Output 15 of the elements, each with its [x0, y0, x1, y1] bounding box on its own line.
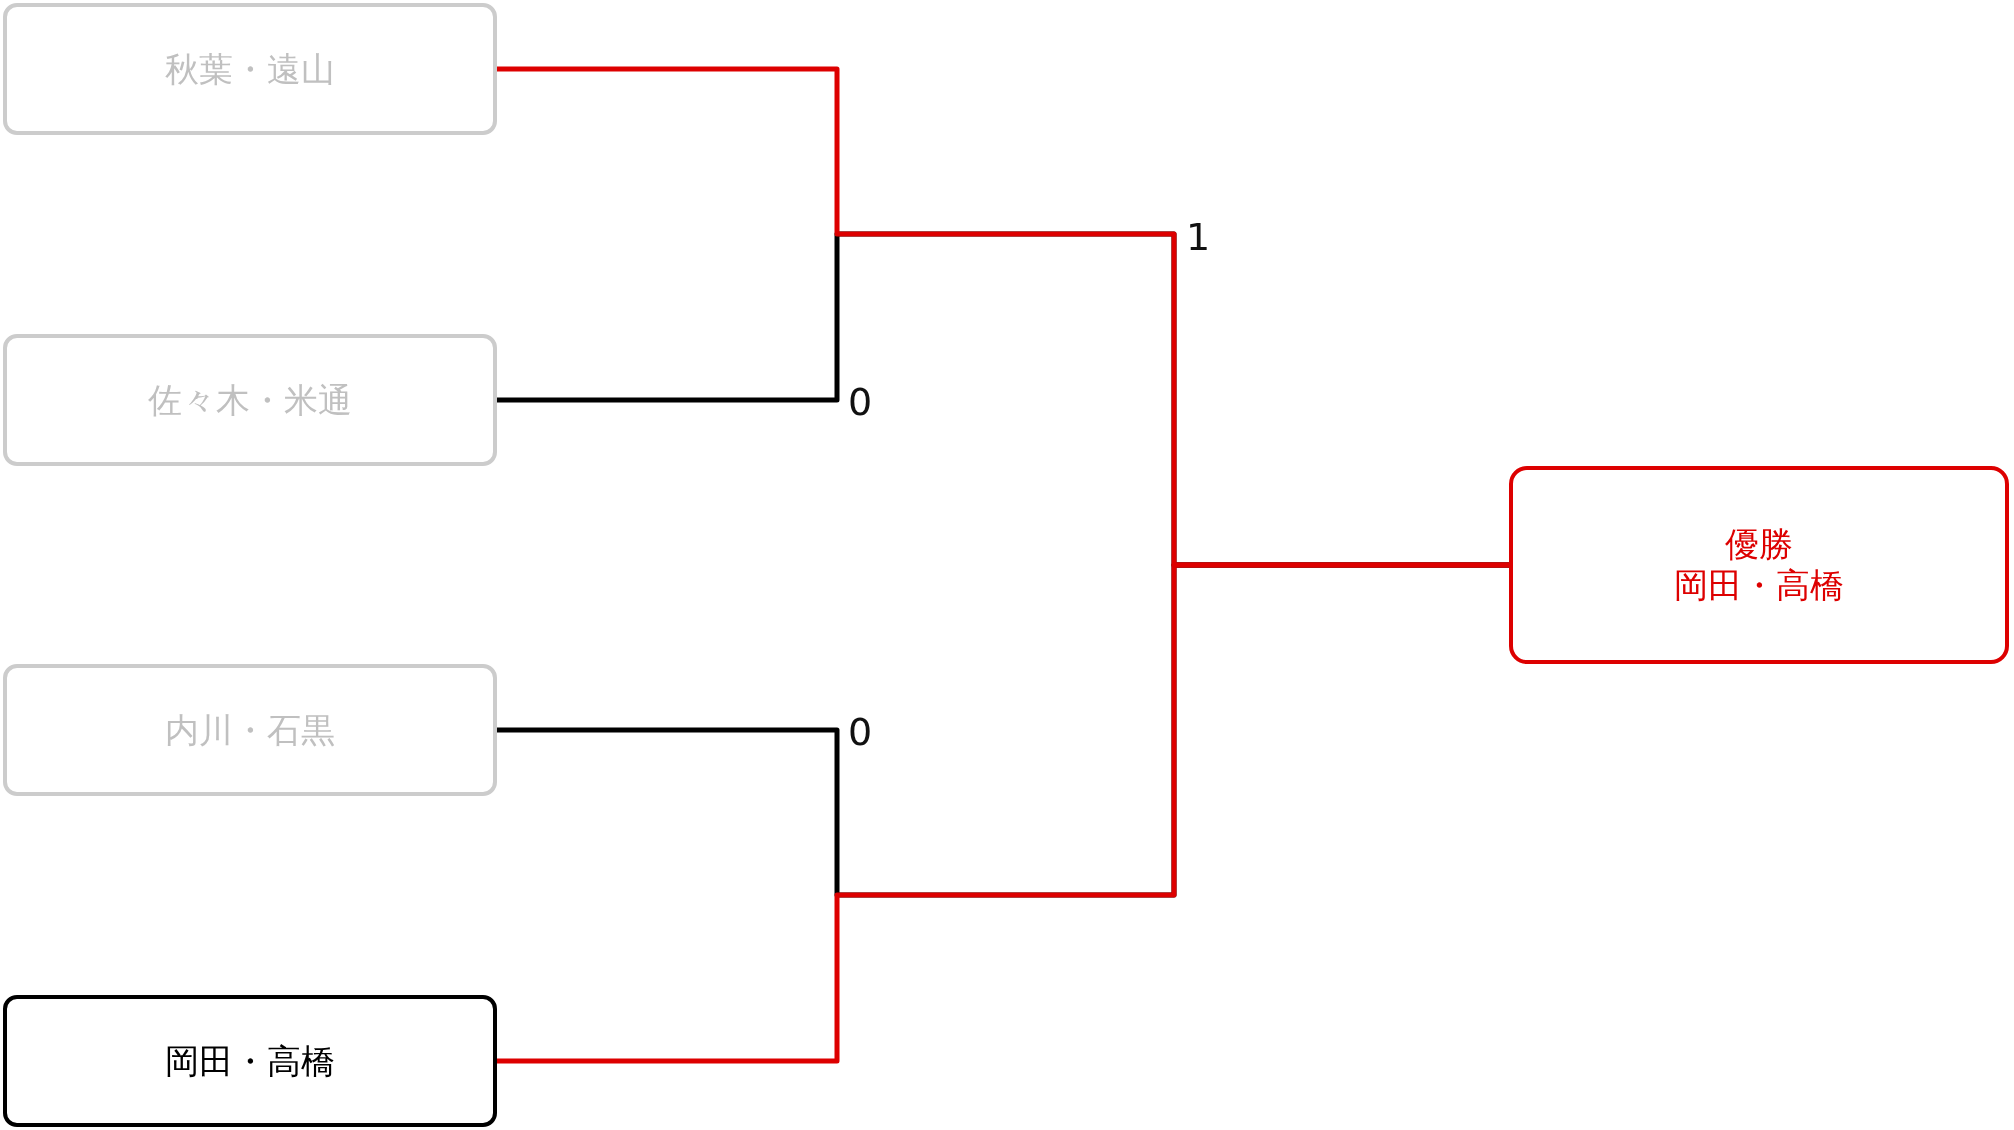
team-name: 岡田・高橋: [1674, 565, 1844, 606]
team-box: [3, 3, 497, 135]
score-label: 0: [848, 380, 873, 424]
team-name: 秋葉・遠山: [165, 48, 335, 90]
team-box: [3, 334, 497, 466]
champion-box: [1509, 466, 2009, 664]
team-name: 岡田・高橋: [165, 1040, 335, 1082]
team-name: 内川・石黒: [165, 709, 335, 751]
team-name: 佐々木・米通: [148, 379, 352, 421]
bracket-line: [497, 562, 1509, 1064]
team-box: [3, 995, 497, 1127]
title-text: 優勝: [1725, 524, 1793, 565]
score-label: 0: [848, 710, 873, 754]
team-box: [3, 664, 497, 796]
score-label: 1: [1186, 215, 1211, 259]
